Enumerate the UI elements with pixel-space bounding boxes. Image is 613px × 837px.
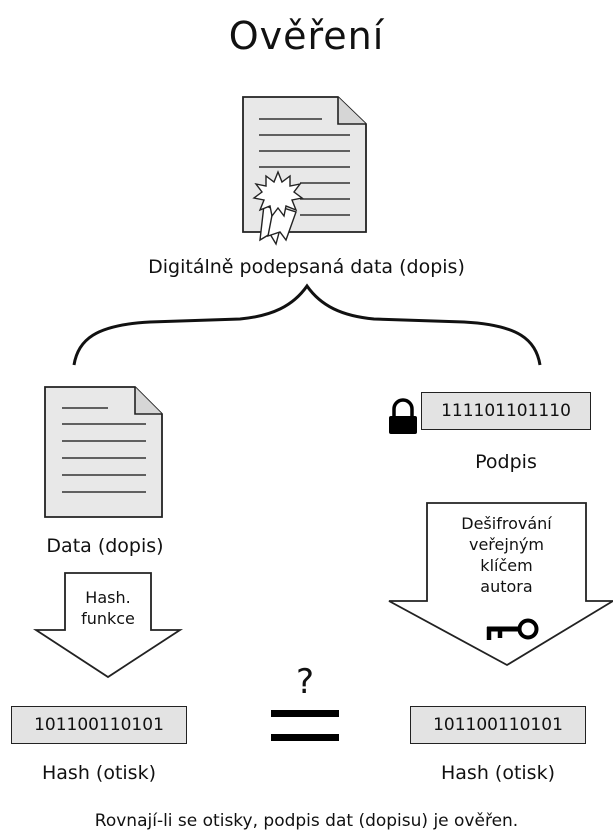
signature-caption: Podpis	[475, 451, 537, 473]
decryption-label: Dešifrování veřejným klíčem autora	[427, 513, 586, 597]
hash-right-box: 101100110101	[410, 706, 586, 744]
question-mark: ?	[295, 662, 315, 702]
equals-sign	[271, 710, 339, 741]
decryption-label-line: autora	[480, 577, 533, 596]
decryption-arrow	[388, 502, 613, 667]
conclusion-text: Rovnají-li se otisky, podpis dat (dopisu…	[94, 811, 519, 831]
decryption-label-line: veřejným	[468, 535, 545, 554]
data-caption: Data (dopis)	[46, 535, 164, 557]
curly-brace	[72, 283, 542, 366]
hash-right-caption: Hash (otisk)	[441, 762, 555, 784]
signature-box: 111101101110	[421, 392, 591, 430]
hash-left-box: 101100110101	[11, 706, 187, 744]
hash-function-label-line: Hash.	[85, 588, 131, 607]
signed-data-caption: Digitálně podepsaná data (dopis)	[148, 256, 465, 278]
hash-function-arrow	[32, 572, 184, 679]
lock-icon	[389, 398, 417, 434]
seal-icon	[252, 170, 304, 246]
page-title: Ověření	[228, 14, 385, 58]
decryption-label-line: Dešifrování	[461, 514, 552, 533]
decryption-label-line: klíčem	[480, 556, 533, 575]
hash-left-caption: Hash (otisk)	[42, 762, 156, 784]
document-icon	[44, 386, 163, 518]
hash-function-label: Hash. funkce	[65, 587, 151, 629]
hash-function-label-line: funkce	[81, 609, 135, 628]
signed-document-icon	[242, 96, 367, 246]
key-icon	[486, 618, 539, 640]
